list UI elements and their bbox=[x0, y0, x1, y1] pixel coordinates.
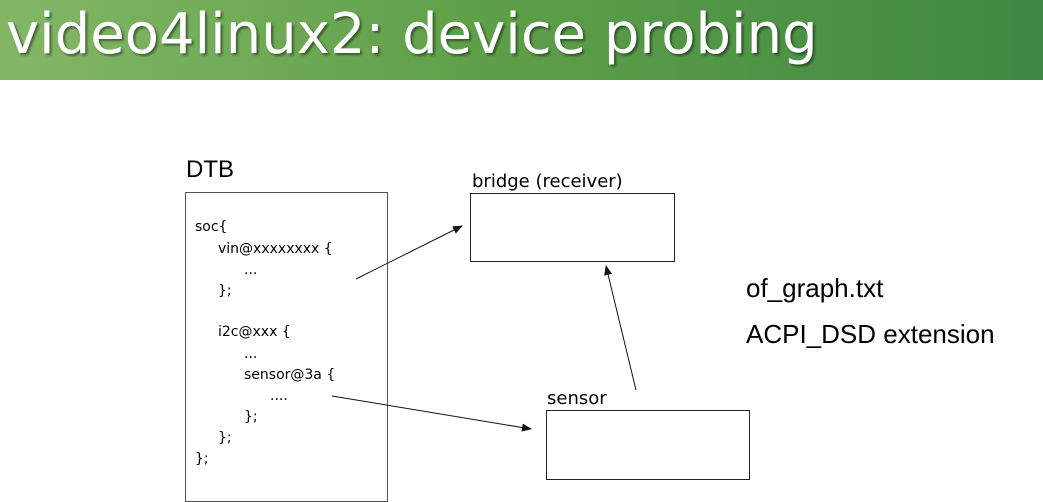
note-acpi-dsd: ACPI_DSD extension bbox=[746, 319, 995, 349]
code-line-i2c-close: }; bbox=[218, 430, 232, 446]
arrow-sensor-to-bridge bbox=[604, 265, 637, 391]
title-bar: video4linux2: device probing bbox=[0, 0, 1043, 80]
arrow-vin-to-bridge bbox=[355, 225, 463, 280]
code-line-sensor-body: .... bbox=[270, 388, 288, 404]
bridge-label: bridge (receiver) bbox=[472, 171, 623, 192]
code-line-soc-close: }; bbox=[195, 451, 209, 467]
code-line-sensor-close: }; bbox=[244, 409, 258, 425]
code-line-vin-body: ... bbox=[244, 262, 258, 278]
sensor-box bbox=[546, 410, 750, 480]
note-of-graph: of_graph.txt bbox=[746, 273, 884, 303]
code-line-vin: vin@xxxxxxxx { bbox=[218, 241, 333, 257]
code-line-i2c: i2c@xxx { bbox=[218, 324, 291, 340]
arrow-sensor-node-to-sensor bbox=[331, 395, 532, 432]
sensor-label: sensor bbox=[547, 388, 607, 409]
code-line-soc: soc{ bbox=[195, 219, 228, 235]
code-line-vin-close: }; bbox=[218, 283, 232, 299]
dtb-heading: DTB bbox=[186, 156, 234, 183]
bridge-box bbox=[470, 193, 675, 262]
code-line-i2c-body: ... bbox=[244, 346, 258, 362]
code-line-sensor: sensor@3a { bbox=[244, 367, 336, 383]
slide-title: video4linux2: device probing bbox=[6, 2, 818, 67]
